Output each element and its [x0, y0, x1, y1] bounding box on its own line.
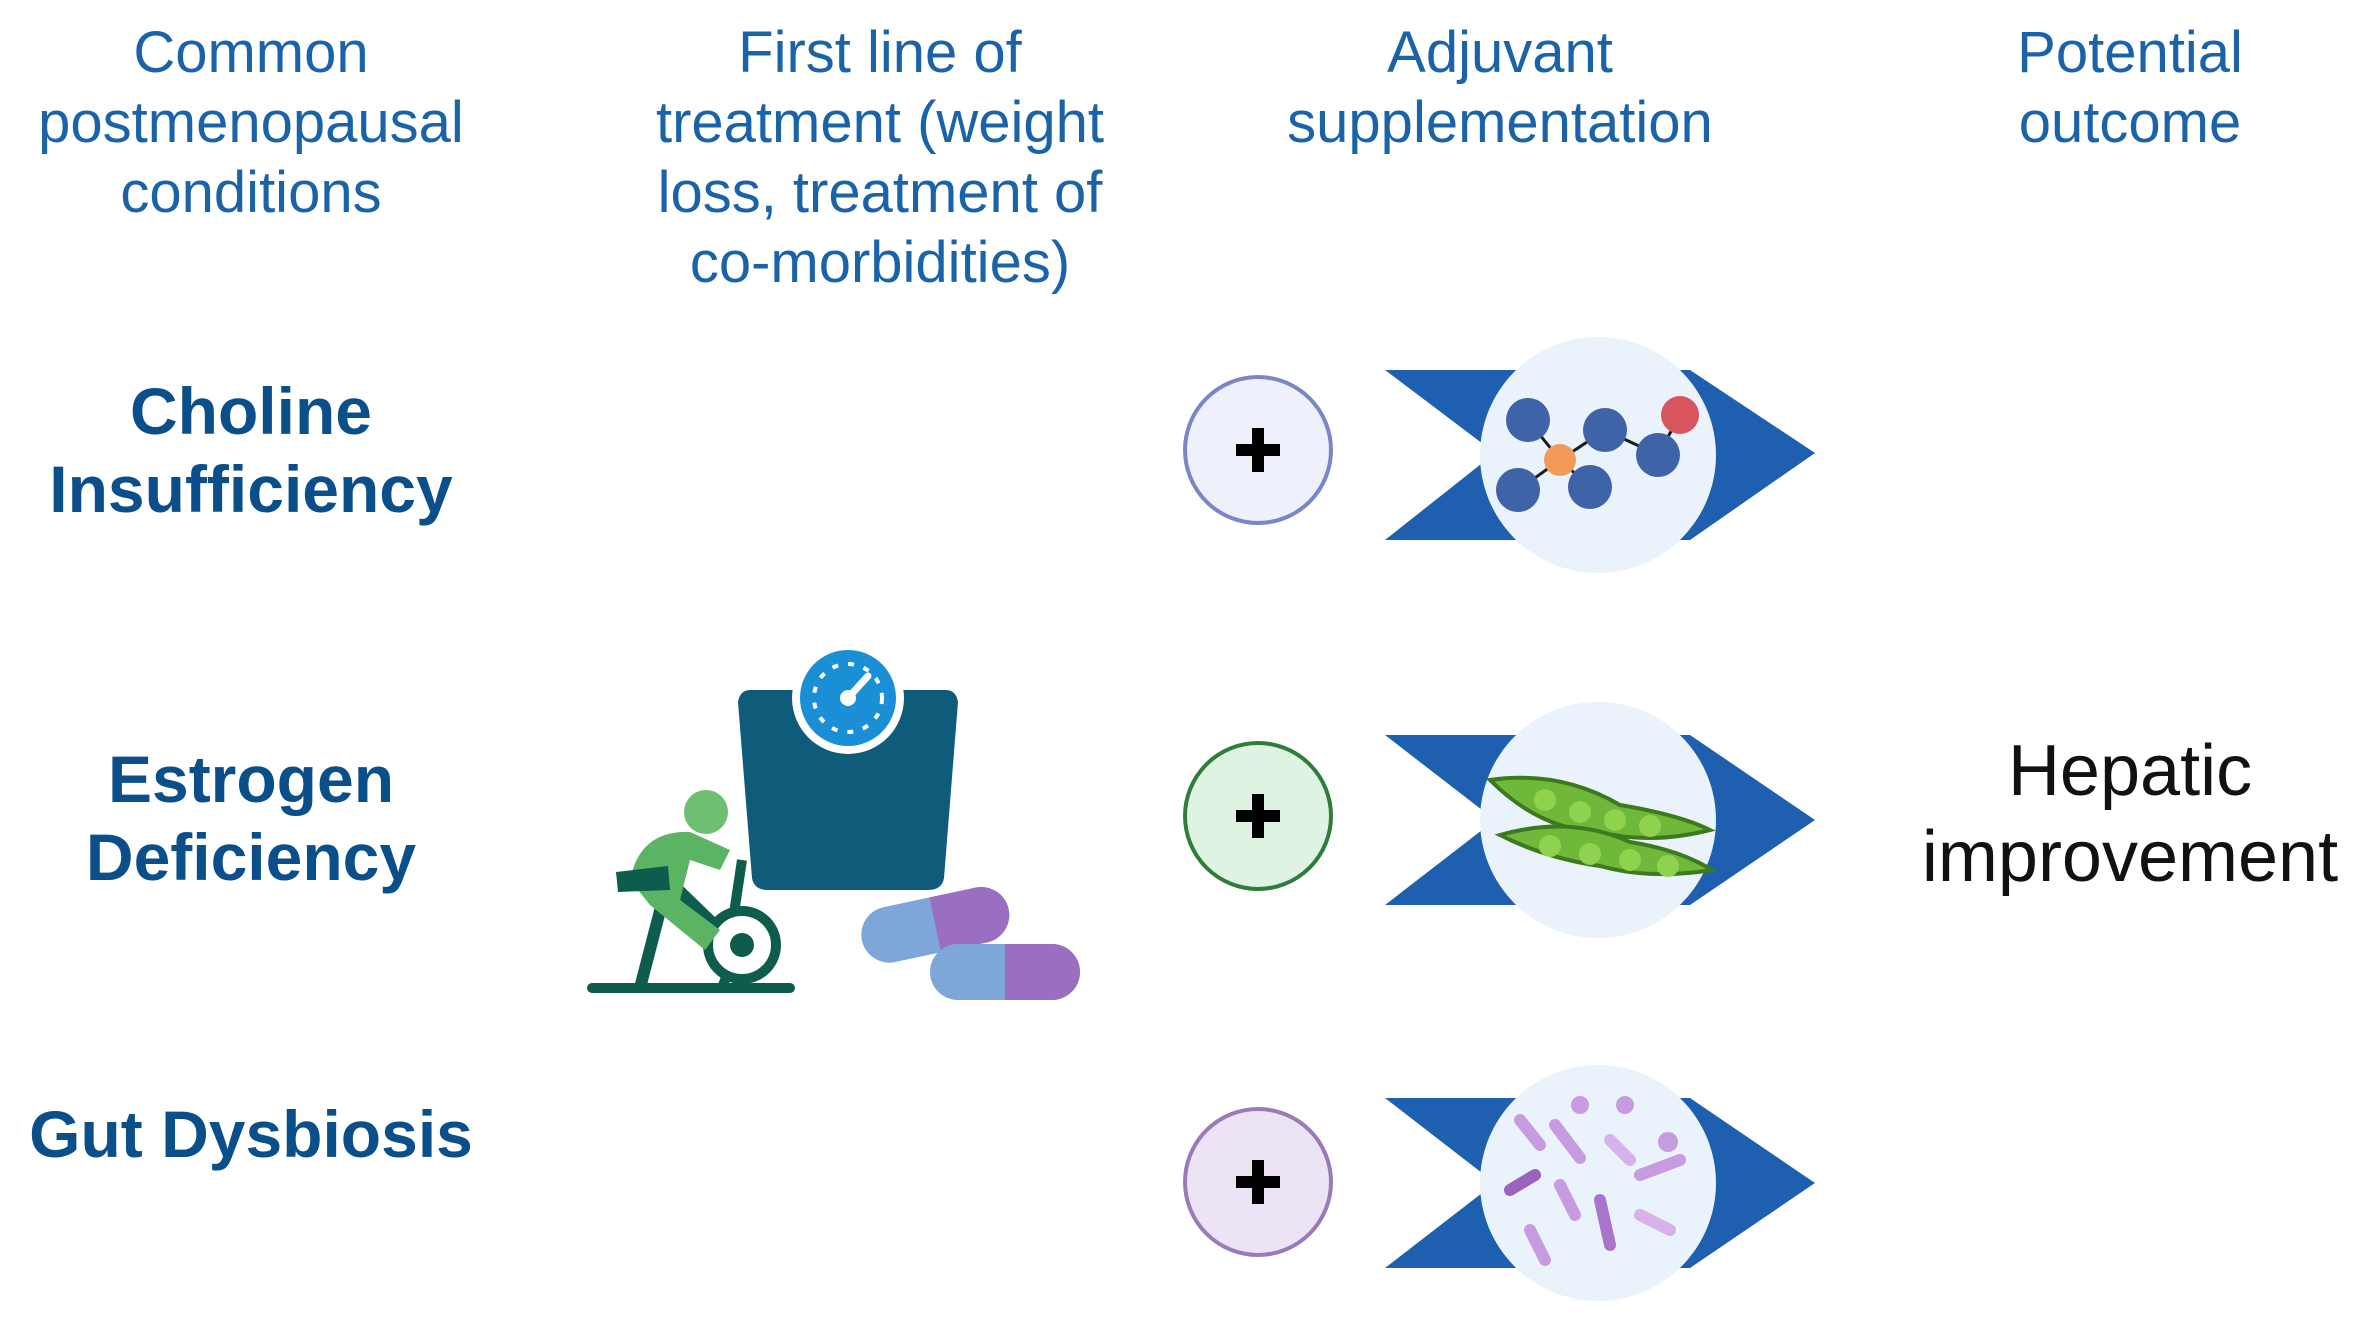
header-first-line: First line of treatment (weight loss, tr… [655, 20, 1105, 295]
molecule-icon [1496, 396, 1699, 512]
exercise-bike-icon [587, 790, 795, 993]
supplement-row-estrogen [1183, 702, 1815, 938]
condition-estrogen: Estrogen Deficiency [85, 742, 417, 894]
condition-gut-dysbiosis: Gut Dysbiosis [29, 1097, 473, 1171]
plus-badge [1183, 375, 1333, 525]
soybean-pod-icon [1485, 775, 1718, 877]
supplement-row-choline [1183, 337, 1815, 573]
plus-badge [1183, 1107, 1333, 1257]
condition-choline: Choline Insufficiency [49, 374, 453, 526]
outcome-hepatic-improvement: Hepatic improvement [1921, 731, 2339, 897]
bacteria-icon [1504, 1096, 1686, 1266]
header-outcome: Potential outcome [2017, 20, 2243, 155]
supplement-row-gut [1183, 1065, 1815, 1301]
plus-badge [1183, 741, 1333, 891]
header-conditions: Common postmenopausal conditions [38, 20, 464, 225]
pill-capsules-icon [861, 887, 1080, 1000]
header-adjuvant: Adjuvant supplementation [1287, 20, 1713, 155]
weight-scale-icon [738, 642, 958, 890]
